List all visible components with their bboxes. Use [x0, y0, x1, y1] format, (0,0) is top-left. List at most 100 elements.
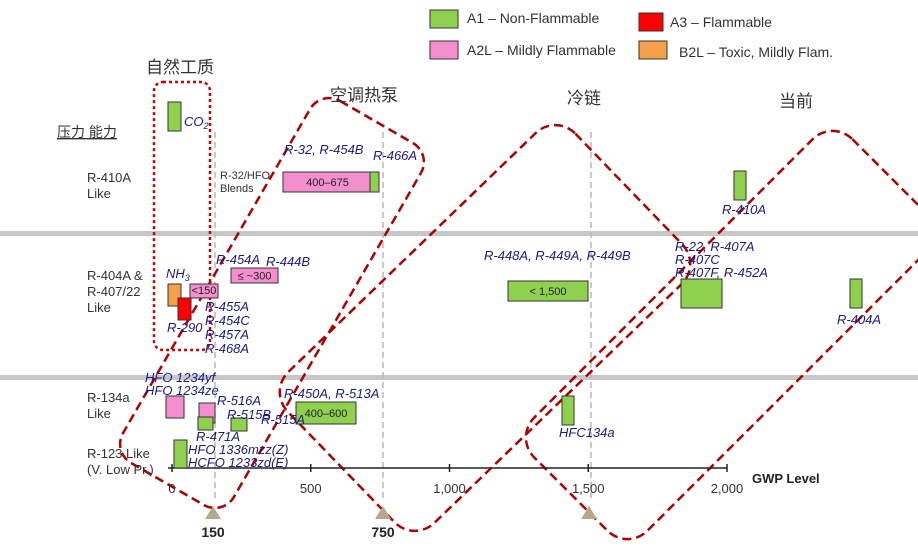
annotation-r454c: R-454C [205, 313, 250, 328]
annotation-r444b: R-444B [266, 254, 310, 269]
legend-swatch-3 [638, 40, 668, 60]
annotation-hfo1234: HFO 1234yf HFO 1234ze [145, 370, 219, 398]
annotation-r466a: R-466A [373, 148, 417, 163]
row-separator-top [0, 231, 918, 236]
annotation-nh3-sub: 3 [185, 273, 190, 283]
bar-label-r454a-r444b: ≤ ~300 [238, 271, 272, 283]
annotation-r407f-r452a: R-407F, R-452A [675, 265, 768, 280]
row-label-r134a-line1: R-134a [87, 390, 130, 405]
annotation-hfo1336mzz: HFO 1336mzz(Z) [188, 442, 288, 457]
annotation-r471a: R-471A [196, 429, 240, 444]
annotation-r450a-r513a: R-450A, R-513A [284, 386, 379, 401]
annotation-co2-main: CO [184, 114, 204, 129]
x-tick-label-1500: 1,500 [572, 481, 605, 496]
gwp-marker-150 [205, 506, 221, 519]
bar-r466a [369, 171, 380, 193]
annotation-hfo1234ze: HFO 1234ze [145, 383, 219, 398]
row-separator-bottom [0, 375, 918, 380]
bar-hfo1336 [173, 439, 188, 469]
x-tick-label-1000: 1,000 [433, 481, 466, 496]
annotation-nh3-main: NH [166, 266, 185, 281]
bar-label-r450a-r513a: 400–600 [305, 408, 348, 420]
bar-r471a [197, 416, 214, 431]
row-label-r123-line1: R-123 Like [87, 446, 150, 461]
category-current: 当前 [779, 92, 813, 111]
annotation-nh3: NH3 [166, 266, 190, 283]
legend-label-0: A1 – Non-Flammable [467, 10, 599, 26]
bar-r410a [733, 170, 747, 201]
row-label-r134a-line2: Like [87, 406, 111, 421]
row-label-r123-line2: (V. Low Pr.) [87, 462, 154, 477]
bar-r448a-group [507, 280, 589, 302]
annotation-co2-sub: 2 [203, 121, 209, 131]
row-label-r404a-line2: R-407/22 [87, 284, 140, 299]
annotation-r455a: R-455A [205, 299, 249, 314]
bar-r290 [177, 297, 192, 321]
legend-swatch-0 [429, 9, 459, 29]
annotation-r22-group: R-22, R-407A R-407C R-407F, R-452A [675, 239, 768, 280]
bar-hfc134a [561, 395, 575, 426]
current-region [524, 129, 918, 541]
ac-heat-pump-region [118, 96, 426, 510]
x-tick-label-500: 500 [300, 481, 322, 496]
annotation-r32-blends-1: R-32/HFO [220, 170, 271, 182]
bar-r454a-r444b [230, 267, 279, 284]
gwp-marker-label-150: 150 [201, 524, 225, 540]
gwp-marker-1500 [581, 506, 597, 519]
row-label-r134a: R-134a Like [87, 390, 133, 421]
row-label-r410a: R-410A Like [87, 170, 134, 201]
annotation-r290: R-290 [167, 320, 203, 335]
bar-r450a-r513a [295, 401, 357, 425]
annotation-r468a: R-468A [205, 341, 249, 356]
legend-label-3: B2L – Toxic, Mildly Flam. [679, 44, 833, 60]
bars-layer: 400–675 <150 ≤ ~300 < 1,500 400–600 [165, 101, 863, 469]
annotation-r516a: R-516A [217, 393, 261, 408]
natural-region [152, 80, 212, 352]
row-label-r404a-line1: R-404A & [87, 268, 143, 283]
cold-chain-region [278, 123, 692, 533]
annotation-r455a-group: R-455A R-454C R-457A R-468A [205, 299, 253, 356]
annotation-r32-blends-2: Blends [220, 183, 254, 195]
annotation-r515a: R-515A [261, 412, 305, 427]
annotation-hfo1336: HFO 1336mzz(Z) HCFO 1233zd(E) [188, 442, 292, 470]
row-label-r123: R-123 Like (V. Low Pr.) [87, 446, 154, 477]
row-label-r404a-line3: Like [87, 300, 111, 315]
x-tick-label-0: 0 [168, 481, 175, 496]
yaxis-title: 压力 能力 [57, 124, 117, 140]
annotation-r404a: R-404A [837, 312, 881, 327]
annotation-r22-r407a: R-22, R-407A [675, 239, 754, 254]
bar-hfo1234 [165, 395, 185, 419]
bar-r404a [849, 278, 863, 309]
bar-label-r448a-group: < 1,500 [529, 286, 566, 298]
legend-swatch-2 [429, 40, 459, 60]
annotation-hcfo1233zd: HCFO 1233zd(E) [188, 455, 288, 470]
x-axis-label: GWP Level [752, 471, 820, 486]
annotation-co2: CO2 [184, 114, 209, 131]
bar-co2 [167, 101, 182, 132]
row-label-r404a: R-404A & R-407/22 Like [87, 268, 146, 315]
legend-swatch-1 [638, 12, 664, 32]
category-cold-chain: 冷链 [567, 89, 601, 108]
gwp-marker-750 [375, 506, 391, 519]
bar-label-r32-blends: 400–675 [306, 177, 349, 189]
row-label-r410a-line2: Like [87, 186, 111, 201]
bar-r455a-group [189, 283, 219, 299]
annotation-hfo1234yf: HFO 1234yf [145, 370, 216, 385]
category-natural: 自然工质 [146, 58, 214, 77]
annotation-r32-blends: R-32/HFO Blends [220, 170, 273, 195]
annotation-r32-r454b: R-32, R-454B [284, 142, 364, 157]
legend-label-2: A2L – Mildly Flammable [467, 42, 616, 58]
bar-label-r455a-group: <150 [192, 285, 217, 297]
bar-r22-group [680, 278, 723, 309]
legend-label-1: A3 – Flammable [670, 14, 772, 30]
annotation-r448a-group: R-448A, R-449A, R-449B [484, 248, 631, 263]
gwp-marker-label-750: 750 [371, 524, 395, 540]
gwp-markers: 150 750 [201, 506, 597, 540]
annotation-r454a: R-454A [216, 252, 260, 267]
category-ac-heat-pump: 空调热泵 [330, 86, 398, 105]
annotation-r515b: R-515B [227, 407, 271, 422]
annotation-r410a: R-410A [722, 202, 766, 217]
